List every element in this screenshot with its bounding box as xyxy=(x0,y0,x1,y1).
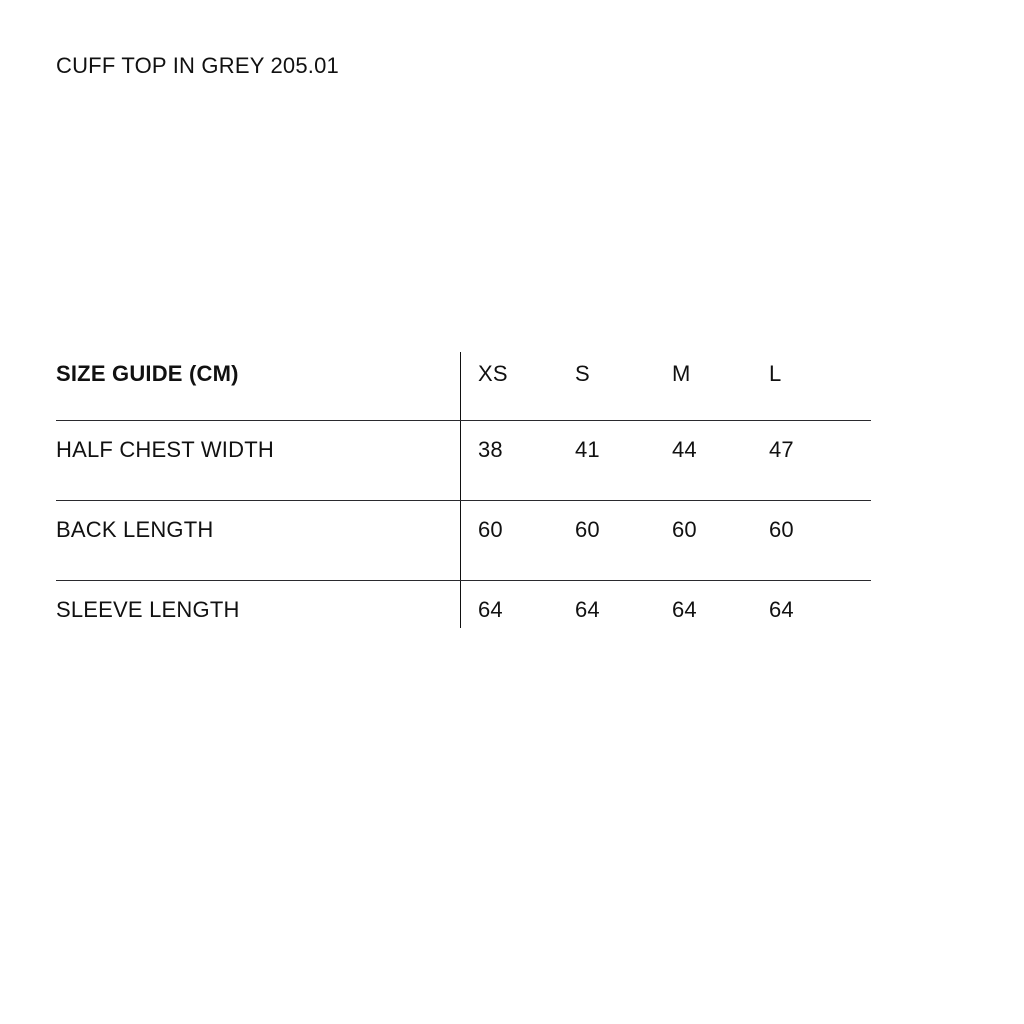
cell-back-length-l: 60 xyxy=(769,517,794,542)
size-guide-table: SIZE GUIDE (CM) XS S M L HALF CHEST WIDT… xyxy=(56,352,871,640)
cell-sleeve-length-m: 64 xyxy=(672,597,697,622)
cell-half-chest-width-m: 44 xyxy=(672,437,697,462)
size-guide-heading: SIZE GUIDE (CM) xyxy=(56,361,239,386)
cell-back-length-xs: 60 xyxy=(478,517,503,542)
cell-half-chest-width-xs: 38 xyxy=(478,437,503,462)
column-header-m: M xyxy=(672,361,691,386)
column-header-l: L xyxy=(769,361,782,386)
column-header-xs: XS xyxy=(478,361,508,386)
cell-back-length-s: 60 xyxy=(575,517,600,542)
table-row: BACK LENGTH 60 60 60 60 xyxy=(56,500,871,580)
cell-sleeve-length-l: 64 xyxy=(769,597,794,622)
product-title: CUFF TOP IN GREY 205.01 xyxy=(56,53,339,78)
cell-sleeve-length-s: 64 xyxy=(575,597,600,622)
row-rule xyxy=(56,420,871,421)
cell-sleeve-length-xs: 64 xyxy=(478,597,503,622)
cell-half-chest-width-s: 41 xyxy=(575,437,600,462)
row-label-half-chest-width: HALF CHEST WIDTH xyxy=(56,437,274,462)
column-divider xyxy=(460,352,461,628)
cell-back-length-m: 60 xyxy=(672,517,697,542)
row-label-back-length: BACK LENGTH xyxy=(56,517,214,542)
row-rule xyxy=(56,500,871,501)
table-header-row: SIZE GUIDE (CM) XS S M L xyxy=(56,352,871,432)
table-row: SLEEVE LENGTH 64 64 64 64 xyxy=(56,580,871,660)
row-rule xyxy=(56,580,871,581)
column-header-s: S xyxy=(575,361,590,386)
row-label-sleeve-length: SLEEVE LENGTH xyxy=(56,597,240,622)
table-row: HALF CHEST WIDTH 38 41 44 47 xyxy=(56,420,871,500)
cell-half-chest-width-l: 47 xyxy=(769,437,794,462)
